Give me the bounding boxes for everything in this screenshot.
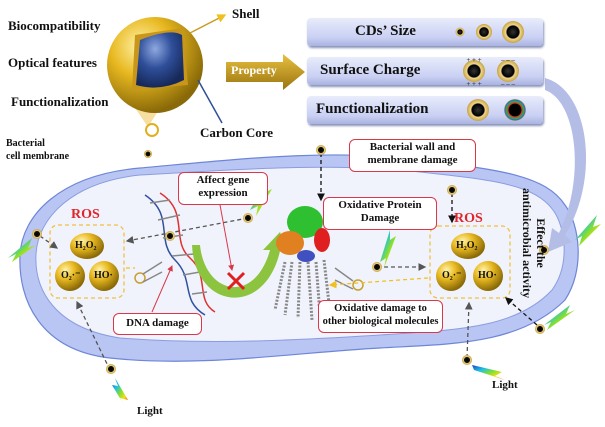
callout-other-line1: Oxidative damage to (334, 303, 427, 314)
blocked-x-icon (226, 271, 246, 291)
callout-gene-expression: Affect gene expression (178, 172, 268, 205)
ros-title-left: ROS (71, 207, 100, 222)
dna-callout-pointer (151, 265, 173, 313)
ros-hydroxyl-right: HO· (478, 270, 497, 281)
attribute-functionalization: Functionalization (11, 94, 109, 109)
callout-dna-damage: DNA damage (113, 313, 202, 335)
attribute-biocompatibility: Biocompatibility (8, 18, 101, 33)
ros-title-right: ROS (454, 211, 483, 226)
ros-superoxide-left: O₂·⁻ (61, 270, 81, 281)
callout-other-line2: other biological molecules (322, 316, 439, 327)
protein-structure (273, 206, 332, 321)
carbon-dots (32, 145, 549, 374)
effect-label-line1: Effect the (534, 218, 548, 268)
interaction-arrows (39, 153, 538, 371)
callout-other-molecules: Oxidative damage to other biological mol… (318, 300, 443, 333)
membrane-label-line2: cell membrane (6, 151, 70, 162)
attribute-optical-features: Optical features (8, 55, 97, 70)
shell-label: Shell (232, 6, 260, 21)
property-size-label: CDs’ Size (355, 23, 416, 39)
effect-label-line2: antimicrobial activity (520, 188, 534, 299)
ros-box-left (49, 224, 125, 299)
property-size: CDs’ Size (307, 18, 543, 46)
property-charge-label: Surface Charge (320, 62, 421, 78)
scissors-icon-left (134, 261, 163, 284)
callout-wall-damage: Bacterial wall and membrane damage (349, 139, 476, 172)
property-arrow-label: Property (231, 63, 277, 77)
ros-h2o2-right: H₂O₂ (456, 240, 478, 251)
callout-protein-line2: Damage (360, 212, 400, 224)
callout-wall-line2: membrane damage (367, 154, 458, 166)
ros-hydroxyl-left: HO· (94, 270, 113, 281)
carbon-dot-nanoparticle (107, 14, 227, 158)
membrane-label-line1: Bacterial (6, 138, 45, 149)
callout-protein-line1: Oxidative Protein (338, 199, 422, 211)
gene-expression-arrow (192, 232, 288, 298)
light-label-right: Light (492, 379, 518, 391)
carbon-core-label: Carbon Core (200, 125, 274, 140)
light-label-left: Light (137, 405, 163, 417)
callout-gene-line1: Affect gene (196, 174, 250, 186)
property-functionalization-label: Functionalization (316, 101, 429, 117)
callout-dna-line1: DNA damage (126, 317, 189, 329)
callout-wall-line1: Bacterial wall and (369, 141, 456, 153)
callout-protein-damage: Oxidative Protein Damage (323, 197, 437, 230)
property-surface-charge: Surface Charge (307, 57, 543, 85)
effect-label: Effect the antimicrobial activity (520, 188, 548, 298)
effect-arrow (545, 78, 587, 252)
ros-box-right (429, 225, 511, 299)
ros-h2o2-left: H₂O₂ (75, 240, 97, 251)
ros-superoxide-right: O₂·⁻ (442, 270, 462, 281)
membrane-label: Bacterial cell membrane (6, 137, 69, 163)
ros-spheres-left (55, 233, 119, 291)
gene-callout-pointer (217, 193, 235, 271)
ros-spheres-right (436, 233, 503, 291)
property-functionalization: Functionalization (307, 96, 543, 124)
callout-gene-line2: expression (198, 187, 248, 199)
property-arrow (226, 54, 305, 90)
